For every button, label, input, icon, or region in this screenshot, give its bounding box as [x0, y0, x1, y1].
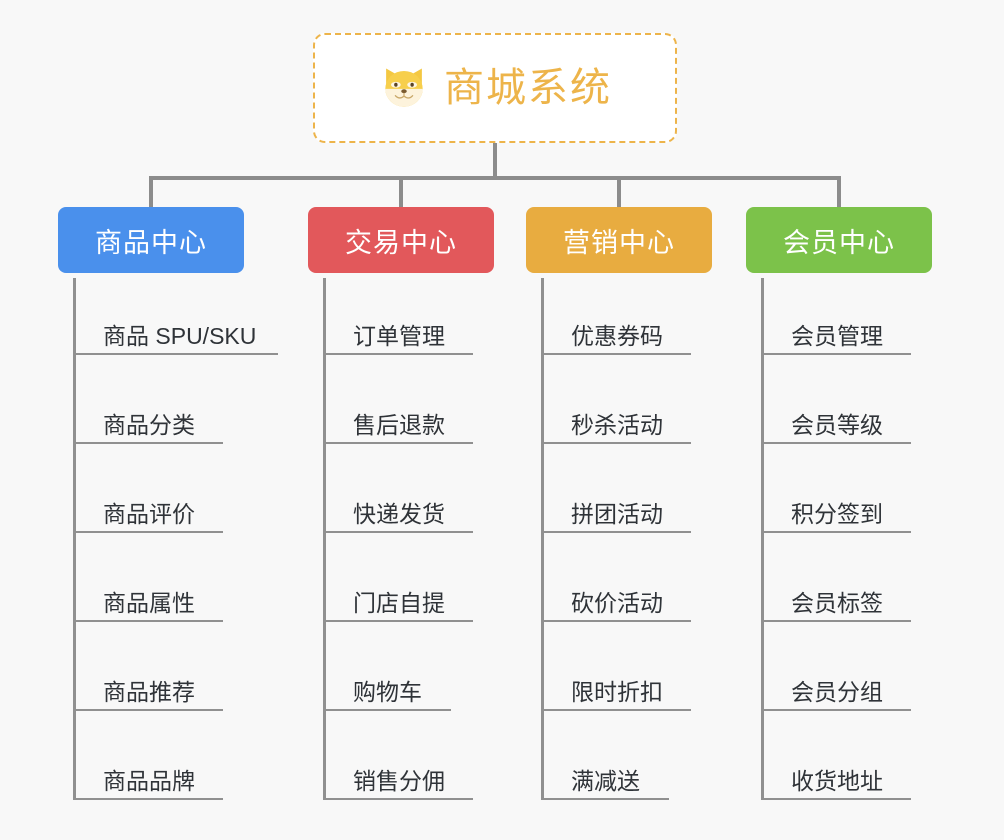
- category-header-label: 会员中心: [783, 227, 895, 258]
- leaf-item-label: 收货地址: [791, 767, 883, 794]
- leaf-item[interactable]: 优惠券码: [541, 313, 691, 355]
- leaf-item[interactable]: 拼团活动: [541, 491, 691, 533]
- leaf-item-label: 购物车: [353, 678, 422, 705]
- leaf-item[interactable]: 售后退款: [323, 402, 473, 444]
- leaf-item-label: 秒杀活动: [571, 411, 663, 438]
- leaf-item[interactable]: 商品属性: [73, 580, 223, 622]
- connector-branch-2: [617, 176, 621, 207]
- leaf-item[interactable]: 商品 SPU/SKU: [73, 313, 278, 355]
- leaf-item-label: 售后退款: [353, 411, 445, 438]
- category-spine-3: [761, 278, 764, 800]
- leaf-item[interactable]: 积分签到: [761, 491, 911, 533]
- leaf-item-label: 门店自提: [353, 589, 445, 616]
- connector-branch-0: [149, 176, 153, 207]
- leaf-item-label: 会员管理: [791, 322, 883, 349]
- leaf-item[interactable]: 秒杀活动: [541, 402, 691, 444]
- connector-branch-3: [837, 176, 841, 207]
- leaf-item-label: 商品品牌: [103, 767, 195, 794]
- leaf-item-label: 商品分类: [103, 411, 195, 438]
- leaf-item-label: 商品属性: [103, 589, 195, 616]
- leaf-item[interactable]: 会员标签: [761, 580, 911, 622]
- leaf-item-label: 砍价活动: [571, 589, 663, 616]
- leaf-item[interactable]: 订单管理: [323, 313, 473, 355]
- leaf-item[interactable]: 满减送: [541, 758, 669, 800]
- leaf-item-label: 优惠券码: [571, 322, 663, 349]
- leaf-item[interactable]: 购物车: [323, 669, 451, 711]
- leaf-item-label: 商品推荐: [103, 678, 195, 705]
- category-header-label: 交易中心: [345, 227, 457, 258]
- category-header-label: 商品中心: [95, 227, 207, 258]
- connector-horizontal-bus: [149, 176, 841, 180]
- leaf-item[interactable]: 限时折扣: [541, 669, 691, 711]
- category-header-0[interactable]: 商品中心: [58, 207, 244, 273]
- leaf-item-label: 积分签到: [791, 500, 883, 527]
- leaf-item-label: 快递发货: [353, 500, 445, 527]
- leaf-item-label: 商品 SPU/SKU: [103, 322, 257, 349]
- leaf-item[interactable]: 收货地址: [761, 758, 911, 800]
- leaf-item-label: 拼团活动: [571, 500, 663, 527]
- connector-root-stem: [493, 143, 497, 180]
- shiba-dog-face-icon: [378, 62, 430, 114]
- leaf-item-label: 会员标签: [791, 589, 883, 616]
- category-header-3[interactable]: 会员中心: [746, 207, 932, 273]
- root-title: 商城系统: [444, 66, 612, 110]
- category-spine-2: [541, 278, 544, 800]
- category-spine-0: [73, 278, 76, 800]
- leaf-item[interactable]: 门店自提: [323, 580, 473, 622]
- leaf-item[interactable]: 商品分类: [73, 402, 223, 444]
- leaf-item[interactable]: 砍价活动: [541, 580, 691, 622]
- leaf-item[interactable]: 商品评价: [73, 491, 223, 533]
- leaf-item[interactable]: 会员等级: [761, 402, 911, 444]
- category-header-1[interactable]: 交易中心: [308, 207, 494, 273]
- leaf-item[interactable]: 销售分佣: [323, 758, 473, 800]
- connector-branch-1: [399, 176, 403, 207]
- leaf-item-label: 商品评价: [103, 500, 195, 527]
- leaf-item-label: 限时折扣: [571, 678, 663, 705]
- leaf-item[interactable]: 会员分组: [761, 669, 911, 711]
- leaf-item-label: 订单管理: [353, 322, 445, 349]
- leaf-item-label: 会员分组: [791, 678, 883, 705]
- category-header-label: 营销中心: [563, 227, 675, 258]
- leaf-item-label: 销售分佣: [353, 767, 445, 794]
- root-node[interactable]: 商城系统: [313, 33, 677, 143]
- category-spine-1: [323, 278, 326, 800]
- leaf-item-label: 满减送: [571, 767, 640, 794]
- leaf-item[interactable]: 商品品牌: [73, 758, 223, 800]
- leaf-item[interactable]: 商品推荐: [73, 669, 223, 711]
- category-header-2[interactable]: 营销中心: [526, 207, 712, 273]
- leaf-item[interactable]: 会员管理: [761, 313, 911, 355]
- leaf-item[interactable]: 快递发货: [323, 491, 473, 533]
- leaf-item-label: 会员等级: [791, 411, 883, 438]
